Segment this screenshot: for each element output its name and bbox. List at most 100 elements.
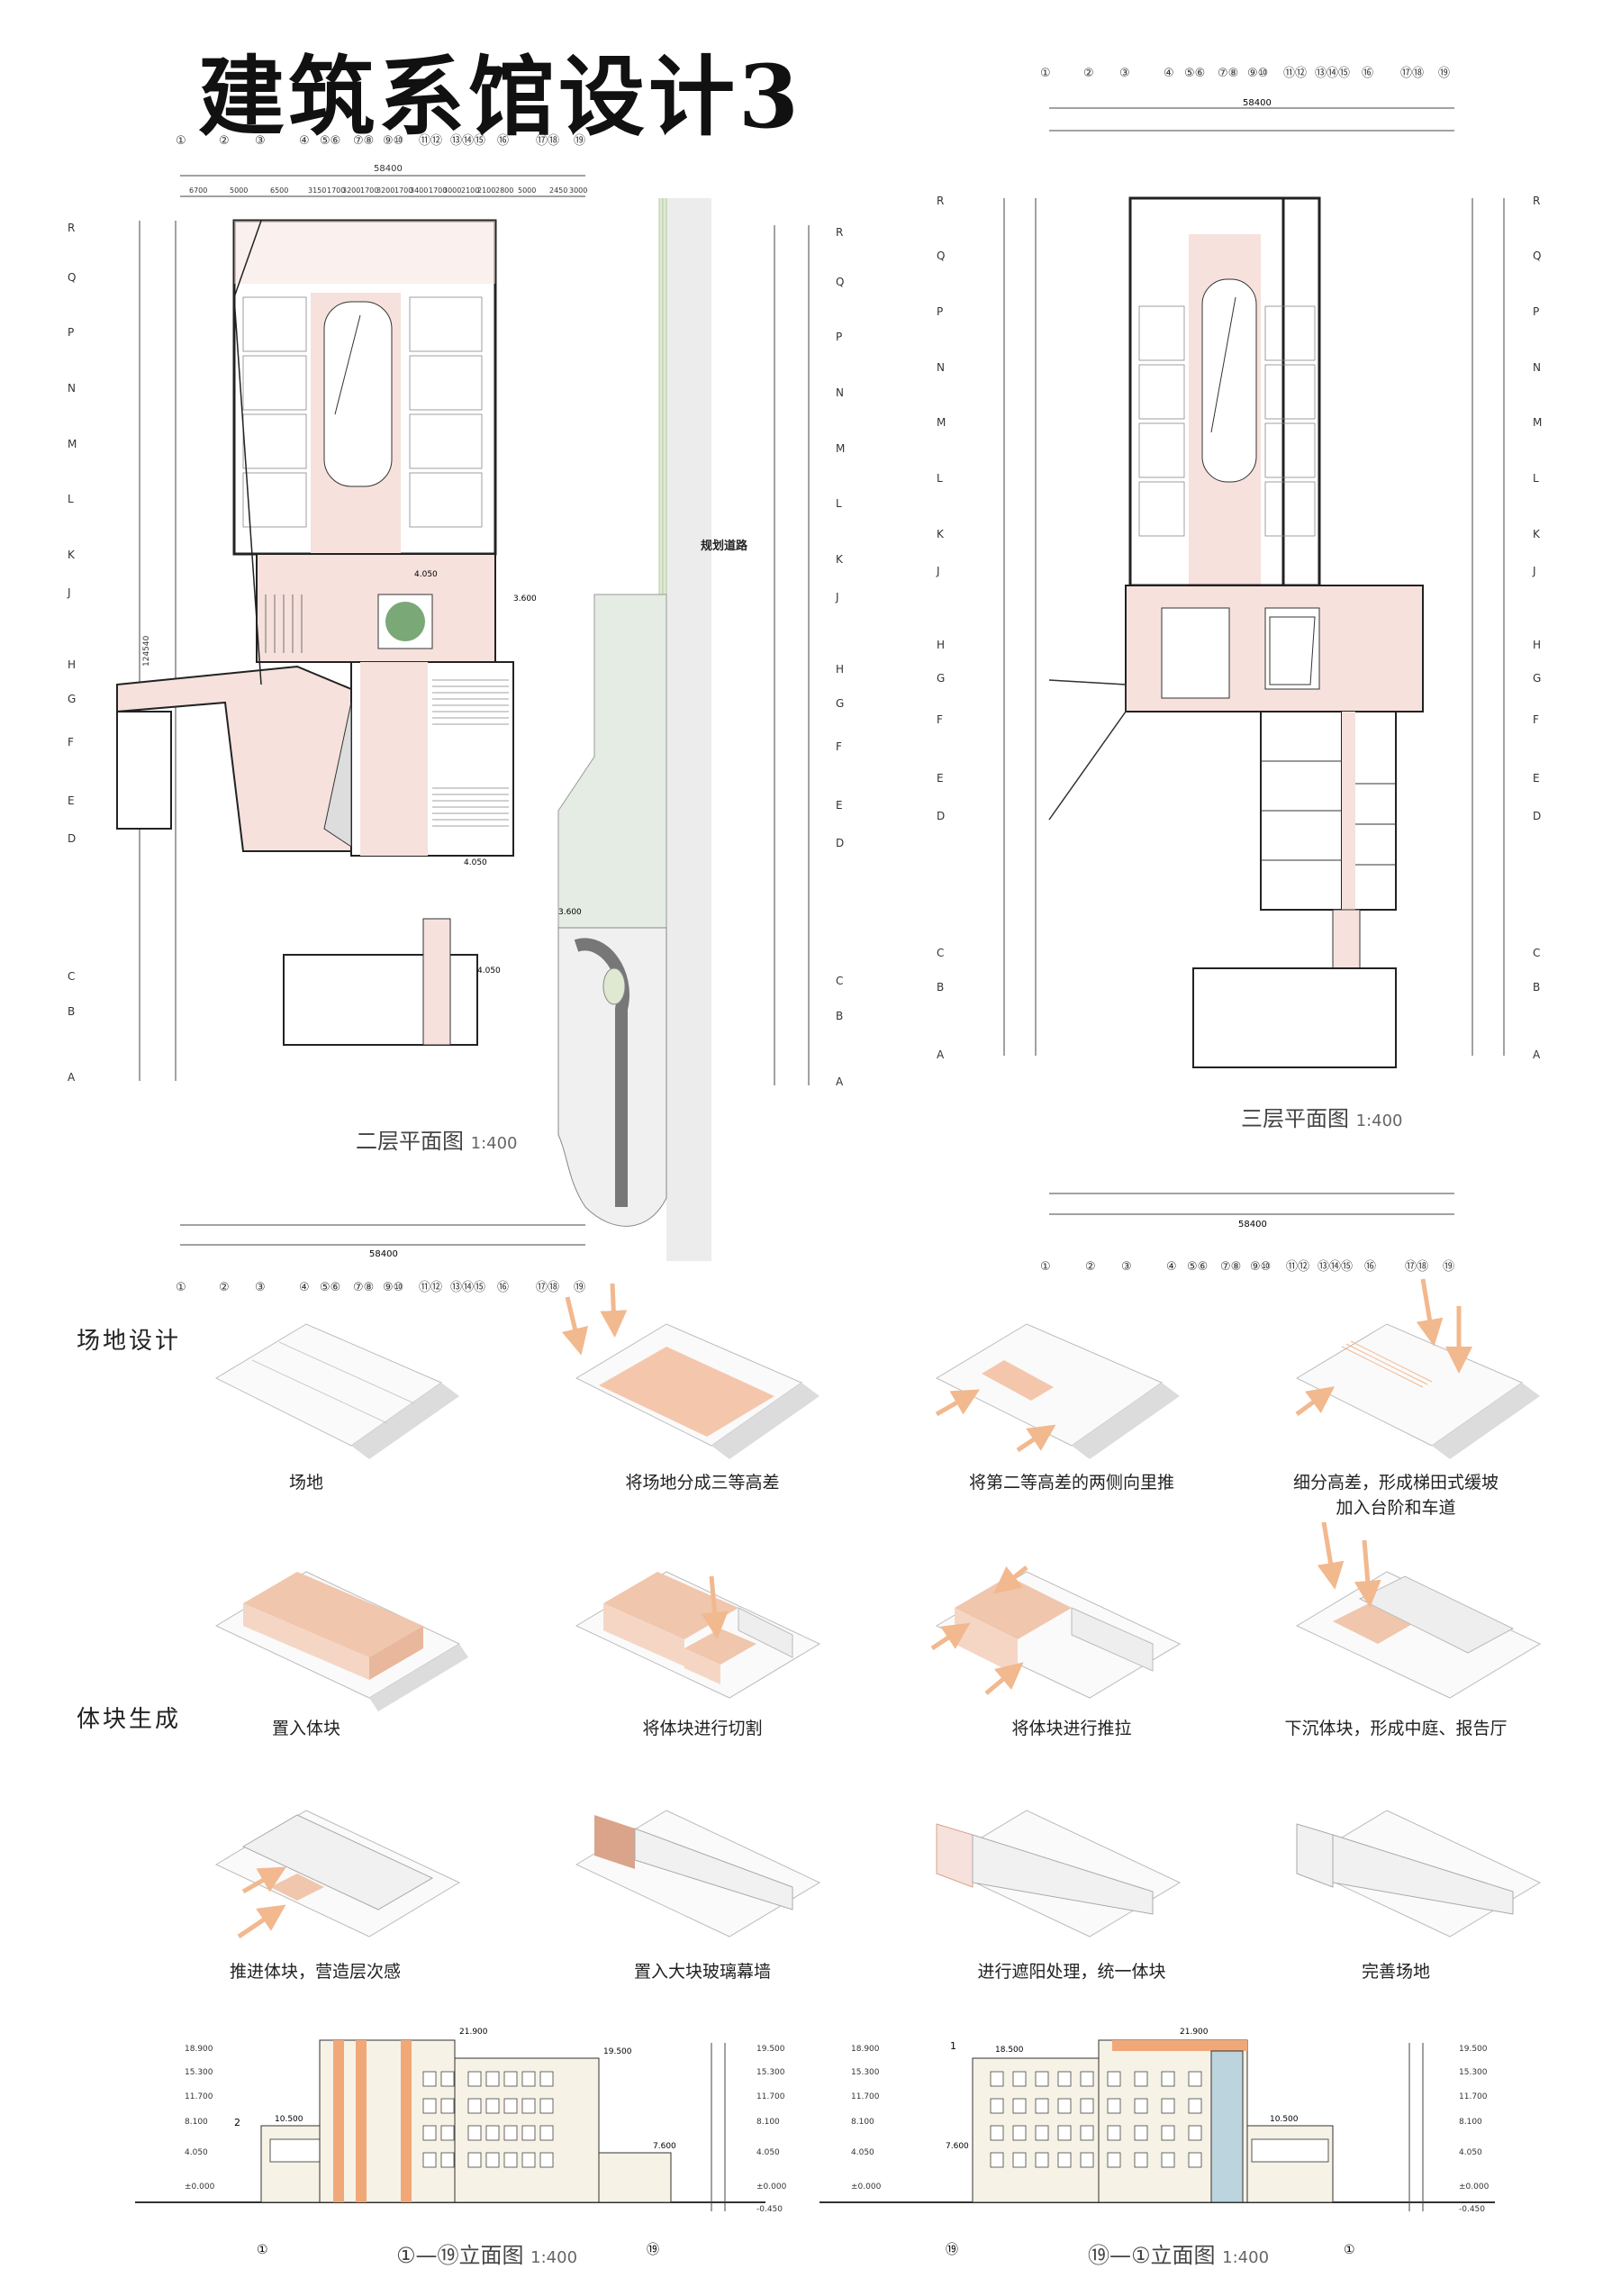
svg-text:E: E <box>937 772 944 785</box>
svg-text:1: 1 <box>950 2040 956 2052</box>
svg-text:⑬⑭⑮: ⑬⑭⑮ <box>1315 67 1350 80</box>
section-site-label: 场地设计 <box>77 1328 182 1355</box>
svg-text:⑤⑥: ⑤⑥ <box>320 134 340 148</box>
plan3-caption: 三层平面图 1:400 <box>1241 1106 1403 1131</box>
svg-text:N: N <box>68 382 76 395</box>
mass-diagram-1 <box>214 1571 468 1711</box>
elev2-levels-left: 18.900 15.300 11.700 8.100 4.050 ±0.000 <box>851 2045 882 2192</box>
mass-diagram-8 <box>1295 1810 1542 1938</box>
svg-text:58400: 58400 <box>1238 1220 1267 1230</box>
page-title: 建筑系馆设计3 <box>198 46 802 148</box>
svg-text:N: N <box>937 361 945 374</box>
svg-text:L: L <box>68 493 74 505</box>
svg-text:7.600: 7.600 <box>946 2142 969 2151</box>
elev2-axis-left: ⑲ <box>946 2243 958 2257</box>
svg-text:4.050: 4.050 <box>477 966 501 976</box>
svg-text:8.100: 8.100 <box>851 2118 874 2127</box>
site-diagram-2 <box>561 1283 820 1459</box>
svg-text:①: ① <box>1040 67 1051 80</box>
road <box>666 198 711 1261</box>
elevation-2: 18.900 15.300 11.700 8.100 4.050 ±0.000 … <box>820 2028 1495 2257</box>
svg-text:⑯: ⑯ <box>497 1281 509 1294</box>
svg-text:11.700: 11.700 <box>1459 2092 1488 2101</box>
svg-text:11.700: 11.700 <box>851 2092 880 2101</box>
svg-text:⑰⑱: ⑰⑱ <box>1405 1260 1428 1274</box>
svg-text:1700: 1700 <box>394 186 412 195</box>
svg-text:⑰⑱: ⑰⑱ <box>1400 67 1424 80</box>
svg-text:19.500: 19.500 <box>756 2045 785 2054</box>
mass-step-4: 下沉体块，形成中庭、报告厅 <box>1284 1719 1508 1738</box>
svg-text:3200: 3200 <box>342 186 360 195</box>
svg-text:M: M <box>1533 416 1542 429</box>
svg-text:B: B <box>937 981 944 994</box>
elev1-levels-right: 19.500 15.300 11.700 8.100 4.050 ±0.000 … <box>756 2045 787 2214</box>
svg-text:B: B <box>68 1005 75 1018</box>
svg-text:2100: 2100 <box>461 186 479 195</box>
svg-text:M: M <box>68 438 77 450</box>
svg-text:H: H <box>1533 639 1541 651</box>
elev2-levels-right: 19.500 15.300 11.700 8.100 4.050 ±0.000 … <box>1459 2045 1490 2214</box>
svg-text:4.050: 4.050 <box>851 2148 874 2157</box>
svg-text:②: ② <box>219 1281 230 1294</box>
svg-text:15.300: 15.300 <box>756 2068 785 2077</box>
svg-text:⑬⑭⑮: ⑬⑭⑮ <box>1318 1260 1353 1274</box>
svg-text:D: D <box>937 810 945 822</box>
plan3-south-block <box>1192 967 1397 1068</box>
plan2-atrium <box>256 553 496 663</box>
svg-text:10.500: 10.500 <box>1270 2115 1299 2124</box>
svg-text:⑪⑫: ⑪⑫ <box>419 1281 442 1294</box>
svg-text:J: J <box>936 565 940 577</box>
svg-text:C: C <box>836 975 843 987</box>
svg-text:Q: Q <box>937 250 945 262</box>
svg-text:3150: 3150 <box>308 186 326 195</box>
svg-text:J: J <box>67 586 71 599</box>
svg-text:⑤⑥: ⑤⑥ <box>1184 67 1205 80</box>
svg-text:21.900: 21.900 <box>459 2028 488 2037</box>
svg-text:M: M <box>836 442 845 455</box>
svg-text:③: ③ <box>1121 1260 1132 1274</box>
svg-text:R: R <box>1533 195 1540 207</box>
svg-text:D: D <box>836 837 844 849</box>
svg-text:D: D <box>1533 810 1541 822</box>
svg-text:±0.000: ±0.000 <box>1459 2183 1490 2192</box>
svg-text:11.700: 11.700 <box>756 2092 785 2101</box>
svg-text:⑰⑱: ⑰⑱ <box>536 1281 559 1294</box>
svg-text:⑬⑭⑮: ⑬⑭⑮ <box>450 1281 485 1294</box>
svg-text:3000: 3000 <box>443 186 461 195</box>
svg-text:±0.000: ±0.000 <box>185 2183 215 2192</box>
svg-text:L: L <box>836 497 842 510</box>
svg-text:C: C <box>1533 947 1540 959</box>
svg-text:R: R <box>68 222 75 234</box>
svg-text:⑦⑧: ⑦⑧ <box>353 134 374 148</box>
svg-text:A: A <box>937 1048 945 1061</box>
svg-text:-0.450: -0.450 <box>756 2205 783 2214</box>
svg-text:4.050: 4.050 <box>185 2148 208 2157</box>
svg-text:⑰⑱: ⑰⑱ <box>536 134 559 148</box>
svg-text:15.300: 15.300 <box>185 2068 213 2077</box>
svg-text:±0.000: ±0.000 <box>756 2183 787 2192</box>
svg-text:①: ① <box>1040 1260 1051 1274</box>
svg-text:3400: 3400 <box>410 186 428 195</box>
svg-text:⑯: ⑯ <box>497 134 509 148</box>
site-step-1: 场地 <box>288 1473 323 1493</box>
svg-text:⑬⑭⑮: ⑬⑭⑮ <box>450 134 485 148</box>
mass-diagram-4 <box>1295 1521 1542 1699</box>
svg-text:J: J <box>835 591 839 603</box>
site-step-2: 将场地分成三等高差 <box>625 1473 780 1493</box>
elevation-1: 18.900 15.300 11.700 8.100 4.050 ±0.000 … <box>135 2028 787 2257</box>
svg-text:R: R <box>836 226 843 239</box>
svg-text:③: ③ <box>1119 67 1130 80</box>
svg-text:①: ① <box>176 1281 186 1294</box>
svg-text:C: C <box>937 947 944 959</box>
svg-text:⑨⑩: ⑨⑩ <box>383 134 403 148</box>
plan2-grid-right: R Q P N M L K J H G F E D C B A <box>835 226 845 1088</box>
svg-text:58400: 58400 <box>369 1249 398 1259</box>
elev1-axis-left: ① <box>257 2243 268 2257</box>
elevation-2-caption: ⑲—①立面图 1:400 <box>1088 2243 1270 2268</box>
svg-text:P: P <box>937 305 943 318</box>
svg-text:F: F <box>1533 713 1539 726</box>
svg-text:3200: 3200 <box>376 186 394 195</box>
courtyard-tree <box>385 602 425 641</box>
svg-text:H: H <box>937 639 945 651</box>
